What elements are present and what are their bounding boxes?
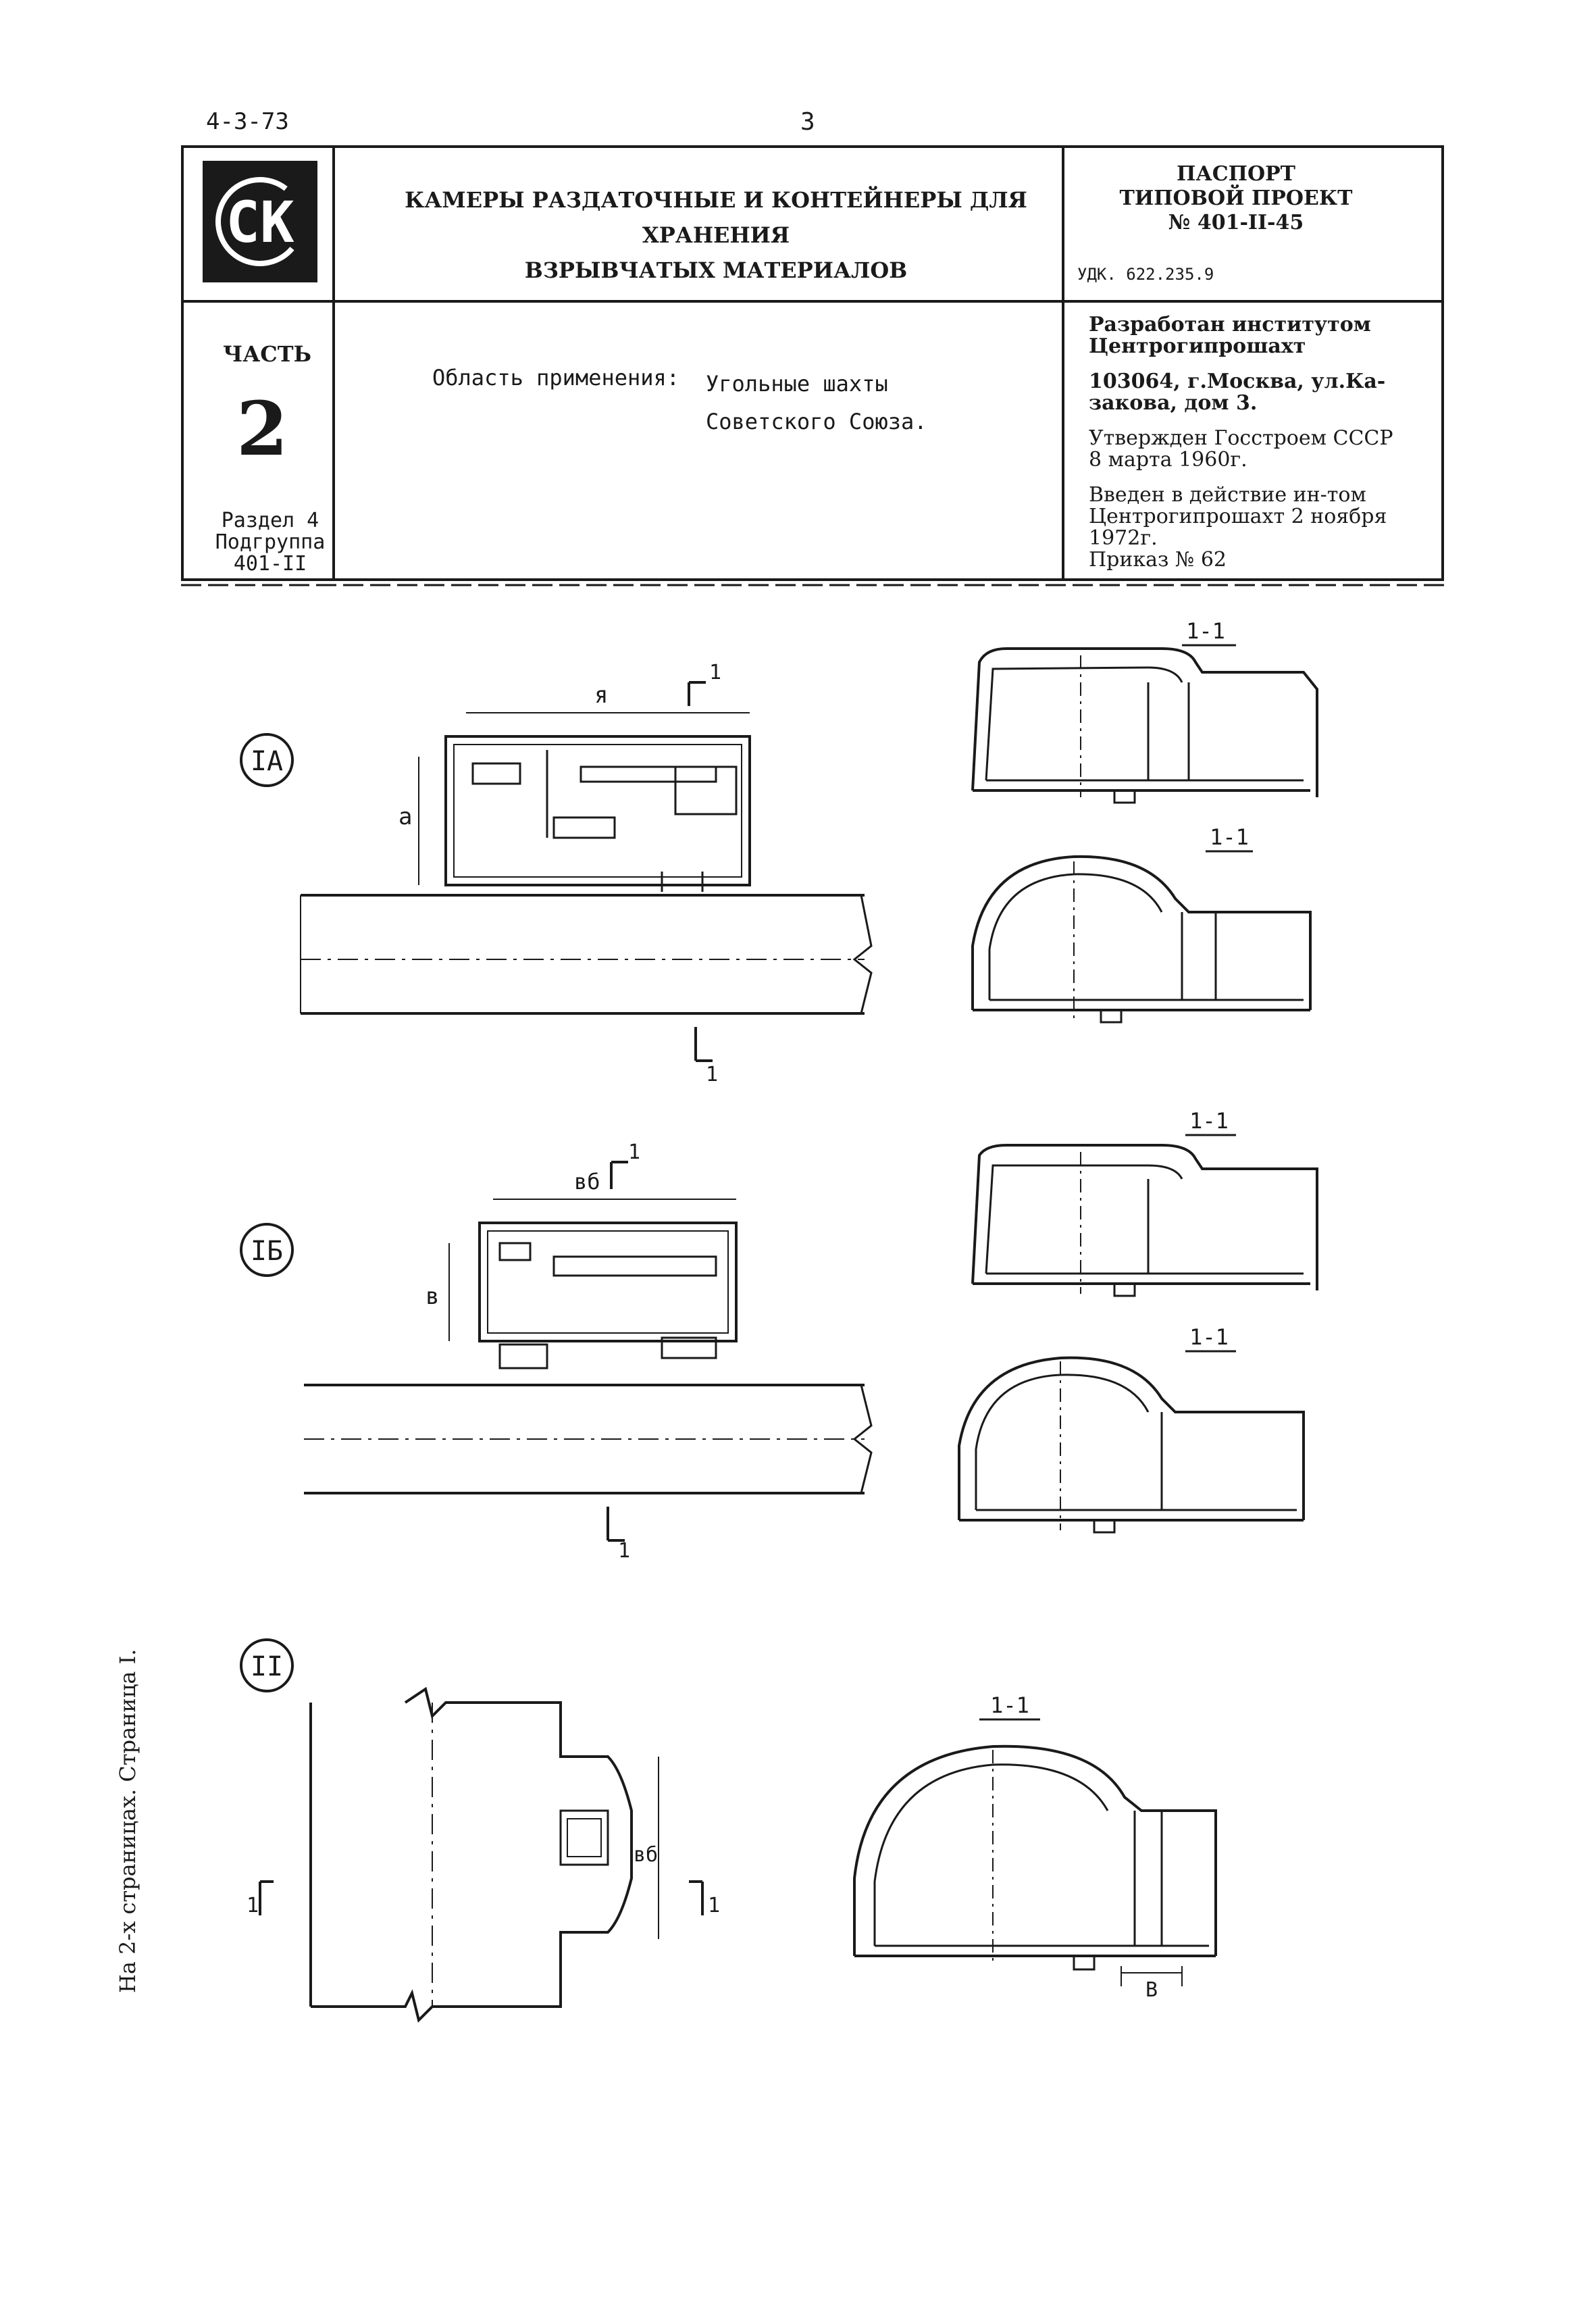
plan-variant-2: II вб 1 1: [240, 1638, 720, 2023]
dimension-label: а: [398, 803, 412, 830]
page-number: 3: [800, 108, 815, 136]
section-1a-bottom: 1-1: [971, 824, 1312, 1024]
part-number: 2: [236, 385, 288, 472]
cut-mark-label: 1: [247, 1894, 259, 1917]
dimension-label: В: [1145, 1978, 1158, 2002]
scope-line: Угольные шахты: [706, 371, 888, 397]
introduced-date: 1972г.: [1089, 526, 1158, 550]
variant-label: IA: [251, 746, 283, 777]
introduced-line: Центрогипрошахт 2 ноября: [1089, 505, 1387, 528]
address-line: 103064, г.Москва, ул.Ка-: [1089, 370, 1386, 393]
institute-name: Центрогипрошахт: [1089, 334, 1306, 358]
frame-divider: [184, 300, 1441, 303]
subgroup-code: 401-II: [233, 552, 307, 576]
approval-date: 8 марта 1960г.: [1089, 448, 1247, 472]
dimension-label: вб: [574, 1169, 600, 1194]
section-1a-top: 1-1: [971, 618, 1318, 804]
scope-line: Советского Союза.: [706, 409, 927, 434]
sk-logo: СК: [203, 161, 317, 282]
passport-line: ТИПОВОЙ ПРОЕКТ: [1119, 186, 1353, 210]
title-line: ВЗРЫВЧАТЫХ МАТЕРИАЛОВ: [524, 257, 908, 283]
variant-label: II: [251, 1651, 283, 1682]
document-code: 4-3-73: [206, 108, 289, 135]
variant-label: IБ: [251, 1236, 283, 1267]
introduced-line: Введен в действие ин-том: [1089, 483, 1366, 507]
order-number: Приказ № 62: [1089, 548, 1227, 572]
dimension-label: я: [594, 682, 608, 709]
dimension-label: в: [426, 1283, 439, 1310]
title-block-frame: [181, 145, 1444, 581]
address-line: закова, дом 3.: [1089, 391, 1258, 415]
section-label: Раздел 4: [221, 509, 319, 532]
udk-code: УДК. 622.235.9: [1077, 265, 1214, 284]
passport-line: ПАСПОРТ: [1177, 162, 1295, 186]
cut-mark-label: 1: [628, 1140, 640, 1164]
cut-mark-label: 1: [709, 661, 721, 684]
cut-mark-label: 1: [618, 1539, 630, 1563]
cut-mark-label: 1: [708, 1894, 720, 1917]
cut-mark-label: 1: [706, 1063, 718, 1086]
document-title: КАМЕРЫ РАЗДАТОЧНЫЕ И КОНТЕЙНЕРЫ ДЛЯ ХРАН…: [378, 182, 1054, 288]
passport-block: ПАСПОРТ ТИПОВОЙ ПРОЕКТ № 401-II-45: [1074, 162, 1398, 235]
dimension-label: вб: [634, 1843, 658, 1867]
section-title: 1-1: [1186, 618, 1225, 644]
section-2: 1-1 В: [853, 1692, 1217, 2002]
plan-variant-1a: IA я а 1 1: [240, 661, 873, 1086]
frame-divider: [1062, 148, 1064, 578]
approval-line: Утвержден Госстроем СССР: [1089, 426, 1393, 450]
section-title: 1-1: [1210, 824, 1249, 850]
section-info: Раздел 4 Подгруппа 401-II: [203, 510, 338, 575]
section-title: 1-1: [1189, 1324, 1229, 1350]
section-title: 1-1: [1189, 1108, 1229, 1134]
frame-divider: [332, 148, 335, 578]
scope-label: Область применения:: [432, 365, 680, 391]
part-label: ЧАСТЬ: [223, 341, 311, 367]
project-number: № 401-II-45: [1168, 211, 1304, 234]
dashed-rule: [181, 584, 1444, 586]
subgroup-label: Подгруппа: [215, 530, 326, 554]
developed-by: Разработан институтом: [1089, 313, 1371, 336]
logo-text: СК: [226, 189, 294, 255]
scope-value: Угольные шахты Советского Союза.: [706, 365, 927, 441]
plan-variant-1b: IБ вб в 1 1: [240, 1140, 873, 1563]
developer-info: Разработан институтом Центрогипрошахт 10…: [1089, 314, 1440, 584]
section-1b-bottom: 1-1: [958, 1324, 1305, 1534]
section-title: 1-1: [990, 1692, 1029, 1718]
title-line: КАМЕРЫ РАЗДАТОЧНЫЕ И КОНТЕЙНЕРЫ ДЛЯ ХРАН…: [405, 187, 1027, 248]
drawing-sheet: IA я а 1 1 1-1: [240, 618, 1318, 2023]
section-1b-top: 1-1: [971, 1108, 1318, 1297]
side-note: На 2-х страницах. Страница I.: [115, 1649, 140, 1993]
